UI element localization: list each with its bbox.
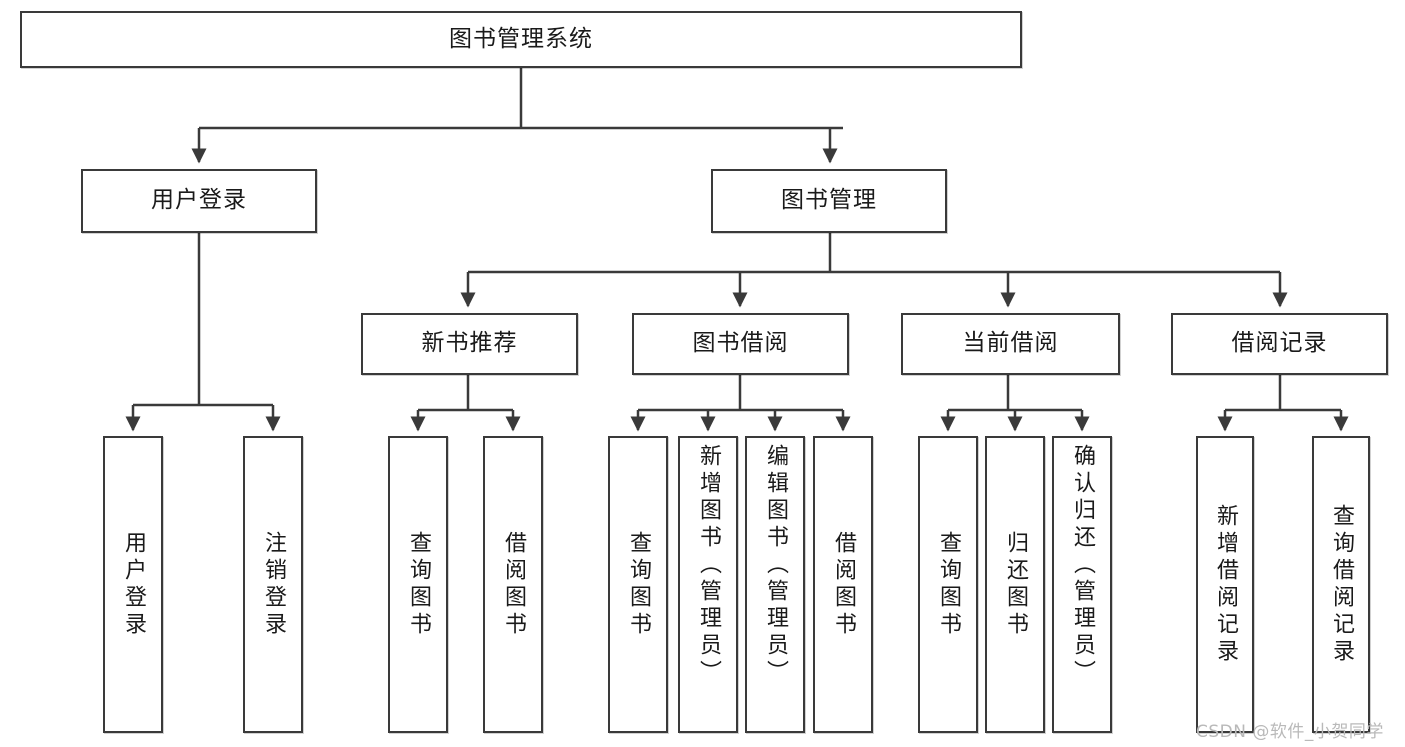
leaf-query-borrow-record-label: 查询借阅记录 — [1329, 503, 1354, 666]
node-user-login-label: 用户登录 — [151, 187, 247, 214]
leaf-add-book-admin[interactable]: 新增图书（管理员） — [678, 436, 738, 733]
node-book-borrow-label: 图书借阅 — [692, 330, 789, 357]
leaf-query-borrow-record[interactable]: 查询借阅记录 — [1312, 436, 1370, 733]
leaf-edit-book-admin[interactable]: 编辑图书（管理员） — [745, 436, 805, 733]
leaf-confirm-return-admin-label: 确认归还（管理员） — [1070, 444, 1095, 687]
leaf-user-login-label: 用户登录 — [121, 530, 146, 639]
node-user-login[interactable]: 用户登录 — [81, 169, 317, 233]
node-book-management[interactable]: 图书管理 — [711, 169, 947, 233]
leaf-query-book-borrow[interactable]: 查询图书 — [608, 436, 668, 733]
leaf-user-login[interactable]: 用户登录 — [103, 436, 163, 733]
leaf-borrow-book-newbook-label: 借阅图书 — [501, 530, 526, 639]
leaf-borrow-book-label: 借阅图书 — [831, 530, 856, 639]
node-new-book-recommend[interactable]: 新书推荐 — [361, 313, 578, 375]
leaf-add-borrow-record-label: 新增借阅记录 — [1213, 503, 1238, 666]
leaf-logout[interactable]: 注销登录 — [243, 436, 303, 733]
leaf-query-book-borrow-label: 查询图书 — [626, 530, 651, 639]
leaf-logout-label: 注销登录 — [261, 530, 286, 639]
leaf-borrow-book-newbook[interactable]: 借阅图书 — [483, 436, 543, 733]
leaf-query-book-newbook[interactable]: 查询图书 — [388, 436, 448, 733]
node-root-system[interactable]: 图书管理系统 — [20, 11, 1022, 68]
watermark: CSDN @软件_小贺同学 — [1196, 722, 1384, 742]
node-book-borrow[interactable]: 图书借阅 — [632, 313, 849, 375]
leaf-query-book-current-label: 查询图书 — [936, 530, 961, 639]
leaf-confirm-return-admin[interactable]: 确认归还（管理员） — [1052, 436, 1112, 733]
leaf-query-book-newbook-label: 查询图书 — [406, 530, 431, 639]
leaf-return-book[interactable]: 归还图书 — [985, 436, 1045, 733]
node-borrow-record[interactable]: 借阅记录 — [1171, 313, 1388, 375]
node-current-borrow-label: 当前借阅 — [962, 330, 1059, 357]
leaf-add-borrow-record[interactable]: 新增借阅记录 — [1196, 436, 1254, 733]
node-book-management-label: 图书管理 — [781, 187, 877, 214]
node-current-borrow[interactable]: 当前借阅 — [901, 313, 1120, 375]
leaf-add-book-admin-label: 新增图书（管理员） — [696, 444, 721, 687]
node-borrow-record-label: 借阅记录 — [1231, 330, 1328, 357]
leaf-query-book-current[interactable]: 查询图书 — [918, 436, 978, 733]
leaf-borrow-book[interactable]: 借阅图书 — [813, 436, 873, 733]
leaf-return-book-label: 归还图书 — [1003, 530, 1028, 639]
node-new-book-recommend-label: 新书推荐 — [421, 330, 518, 357]
leaf-edit-book-admin-label: 编辑图书（管理员） — [763, 444, 788, 687]
node-root-system-label: 图书管理系统 — [449, 25, 593, 52]
